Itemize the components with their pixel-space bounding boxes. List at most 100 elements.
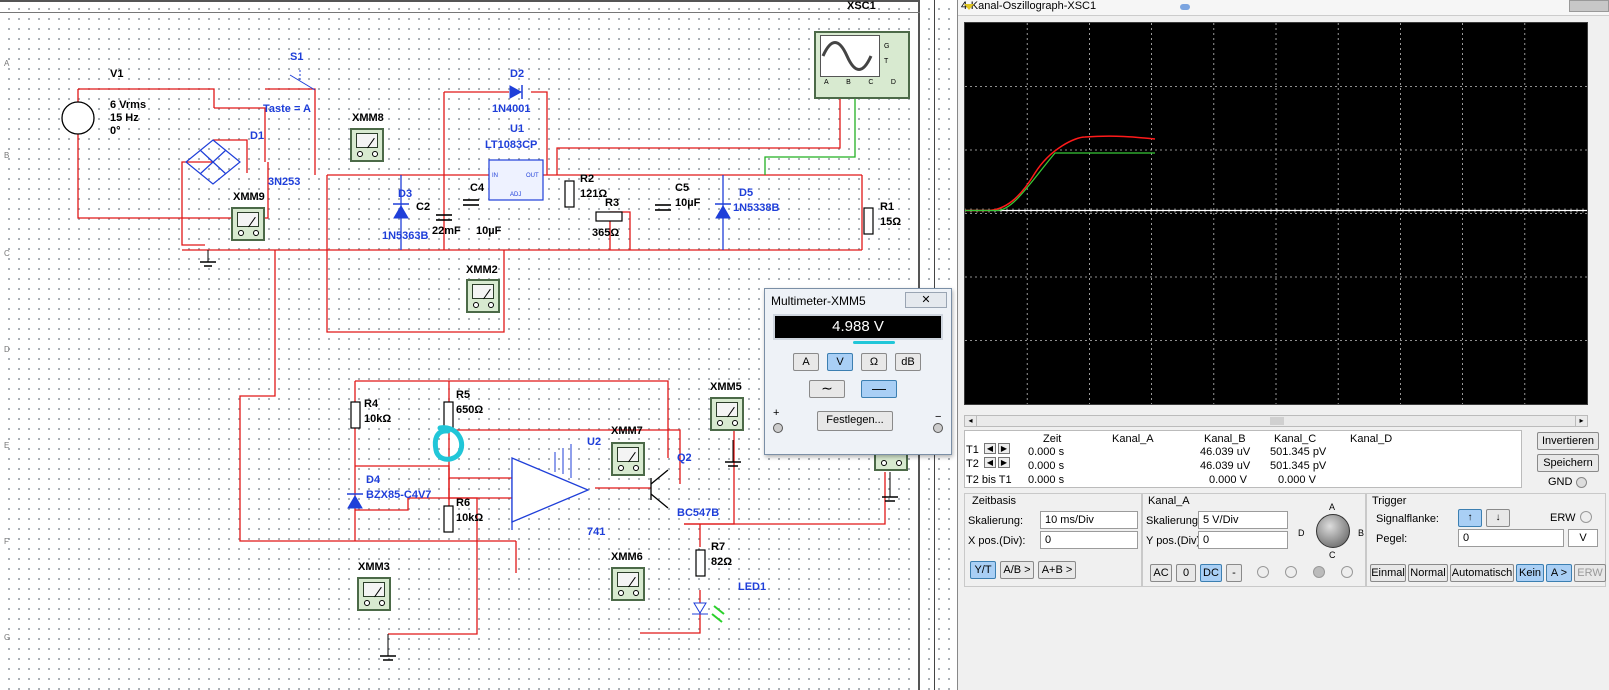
u1-pin-adj: ADJ xyxy=(510,192,522,198)
level-label: Pegel: xyxy=(1376,533,1408,545)
channel-radio-4[interactable] xyxy=(1341,566,1353,578)
erw-radio[interactable] xyxy=(1580,511,1592,523)
d4-label[interactable]: D4 xyxy=(366,474,381,486)
xmm7-meter[interactable] xyxy=(611,442,645,476)
erw-trigger-button[interactable]: ERW xyxy=(1574,564,1606,582)
scroll-thumb[interactable] xyxy=(1270,417,1284,425)
plus-terminal[interactable] xyxy=(773,423,783,433)
gnd-terminal[interactable] xyxy=(1576,477,1587,488)
mode-db-button[interactable]: dB xyxy=(895,353,921,371)
close-icon: ✕ xyxy=(921,294,931,306)
osc-screen[interactable] xyxy=(964,22,1588,405)
c5-label[interactable]: C5 xyxy=(675,182,690,194)
channel-radio-1[interactable] xyxy=(1257,566,1269,578)
titlebar-indicator-icon xyxy=(1180,4,1190,10)
s1-label[interactable]: S1 xyxy=(290,51,304,63)
kein-button[interactable]: Kein xyxy=(1516,564,1544,582)
xmm6-meter[interactable] xyxy=(611,567,645,601)
xmm9-meter[interactable] xyxy=(231,207,265,241)
yt-button[interactable]: Y/T xyxy=(970,561,996,579)
osc-plot xyxy=(964,23,1587,404)
grid-label-f: F xyxy=(4,537,9,546)
r2-label[interactable]: R2 xyxy=(580,173,595,185)
q2-label[interactable]: Q2 xyxy=(677,452,692,464)
t2t1-kanal-c: 0.000 V xyxy=(1278,474,1316,486)
scroll-right-icon[interactable]: ▸ xyxy=(1575,416,1587,426)
einmal-button[interactable]: Einmal xyxy=(1370,564,1406,582)
ab-button[interactable]: A/B > xyxy=(1000,561,1034,579)
dc-coupling-button[interactable]: DC xyxy=(1200,564,1222,582)
t1-left-arrow-icon[interactable]: ◀ xyxy=(984,443,996,454)
r7-label[interactable]: R7 xyxy=(711,541,726,553)
zero-coupling-button[interactable]: 0 xyxy=(1176,564,1196,582)
d1-label[interactable]: D1 xyxy=(250,130,265,142)
t1-cursor-marker-icon[interactable] xyxy=(964,4,974,10)
xmm8-meter[interactable] xyxy=(350,128,384,162)
oscilloscope-window[interactable]: 4-Kanal-Oszillograph-XSC1 ◂ ▸ Zeit Kanal… xyxy=(957,0,1609,690)
minus-terminal[interactable] xyxy=(933,423,943,433)
xmm5-meter[interactable] xyxy=(710,397,744,431)
wire-layer xyxy=(61,70,898,661)
channel-radio-3[interactable] xyxy=(1313,566,1325,578)
automatisch-button[interactable]: Automatisch xyxy=(1450,564,1514,582)
v1-frequency: 15 Hz xyxy=(110,112,139,124)
d2-label[interactable]: D2 xyxy=(510,68,525,80)
a-trigger-button[interactable]: A > xyxy=(1546,564,1572,582)
scroll-left-icon[interactable]: ◂ xyxy=(965,416,977,426)
header-kanal-a: Kanal_A xyxy=(1112,433,1154,445)
falling-edge-icon[interactable]: ↓ xyxy=(1486,509,1510,527)
led1-label[interactable]: LED1 xyxy=(738,581,767,593)
normal-button[interactable]: Normal xyxy=(1408,564,1448,582)
r6-label[interactable]: R6 xyxy=(456,497,471,509)
dc-button[interactable]: — xyxy=(861,380,897,398)
kanal-scale-field[interactable]: 5 V/Div xyxy=(1198,511,1288,529)
zeitbasis-scale-field[interactable]: 10 ms/Div xyxy=(1040,511,1138,529)
r5-label[interactable]: R5 xyxy=(456,389,471,401)
a-plus-b-button[interactable]: A+B > xyxy=(1038,561,1076,579)
knob-b-label: B xyxy=(1358,528,1365,538)
r1-label[interactable]: R1 xyxy=(880,201,895,213)
highlight-underline xyxy=(853,341,895,344)
c4-label[interactable]: C4 xyxy=(470,182,485,194)
c2-label[interactable]: C2 xyxy=(416,201,431,213)
xsc1-pin-a: A xyxy=(824,79,829,86)
d3-part: 1N5363B xyxy=(382,230,429,242)
level-unit[interactable]: V xyxy=(1568,529,1598,547)
mode-ohm-button[interactable]: Ω xyxy=(861,353,887,371)
minus-coupling-button[interactable]: - xyxy=(1226,564,1242,582)
multimeter-close-button[interactable]: ✕ xyxy=(905,292,947,308)
v1-label[interactable]: V1 xyxy=(110,68,124,80)
xpos-field[interactable]: 0 xyxy=(1040,531,1138,549)
mode-a-button[interactable]: A xyxy=(793,353,819,371)
multimeter-window[interactable]: Multimeter-XMM5 ✕ 4.988 V A V Ω dB ∼ — +… xyxy=(764,288,952,455)
xmm3-meter[interactable] xyxy=(357,577,391,611)
festlegen-button[interactable]: Festlegen... xyxy=(817,411,893,431)
xsc1-label[interactable]: XSC1 xyxy=(847,0,876,12)
channel-select-knob[interactable] xyxy=(1316,514,1350,548)
d5-label[interactable]: D5 xyxy=(739,187,754,199)
level-field[interactable]: 0 xyxy=(1458,529,1564,547)
t2-left-arrow-icon[interactable]: ◀ xyxy=(984,457,996,468)
ac-coupling-button[interactable]: AC xyxy=(1150,564,1172,582)
u1-pin-out: OUT xyxy=(526,173,539,179)
u1-label[interactable]: U1 xyxy=(510,123,525,135)
r3-label[interactable]: R3 xyxy=(605,197,620,209)
trigger-group xyxy=(1366,493,1606,587)
speichern-button[interactable]: Speichern xyxy=(1537,454,1599,472)
r4-label[interactable]: R4 xyxy=(364,398,379,410)
channel-radio-2[interactable] xyxy=(1285,566,1297,578)
ypos-field[interactable]: 0 xyxy=(1198,531,1288,549)
invertieren-button[interactable]: Invertieren xyxy=(1537,432,1599,450)
d3-label[interactable]: D3 xyxy=(398,188,413,200)
rising-edge-icon[interactable]: ↑ xyxy=(1458,509,1482,527)
mode-v-button[interactable]: V xyxy=(827,353,853,371)
t1-right-arrow-icon[interactable]: ▶ xyxy=(998,443,1010,454)
xsc1-symbol[interactable]: A B C D G T xyxy=(814,31,910,99)
osc-scrollbar[interactable]: ◂ ▸ xyxy=(964,415,1588,427)
t2-right-arrow-icon[interactable]: ▶ xyxy=(998,457,1010,468)
u2-label[interactable]: U2 xyxy=(587,436,602,448)
ac-button[interactable]: ∼ xyxy=(809,380,845,398)
osc-close-button[interactable] xyxy=(1569,0,1609,12)
r2-value: 121Ω xyxy=(580,188,608,200)
xmm2-meter[interactable] xyxy=(466,279,500,313)
